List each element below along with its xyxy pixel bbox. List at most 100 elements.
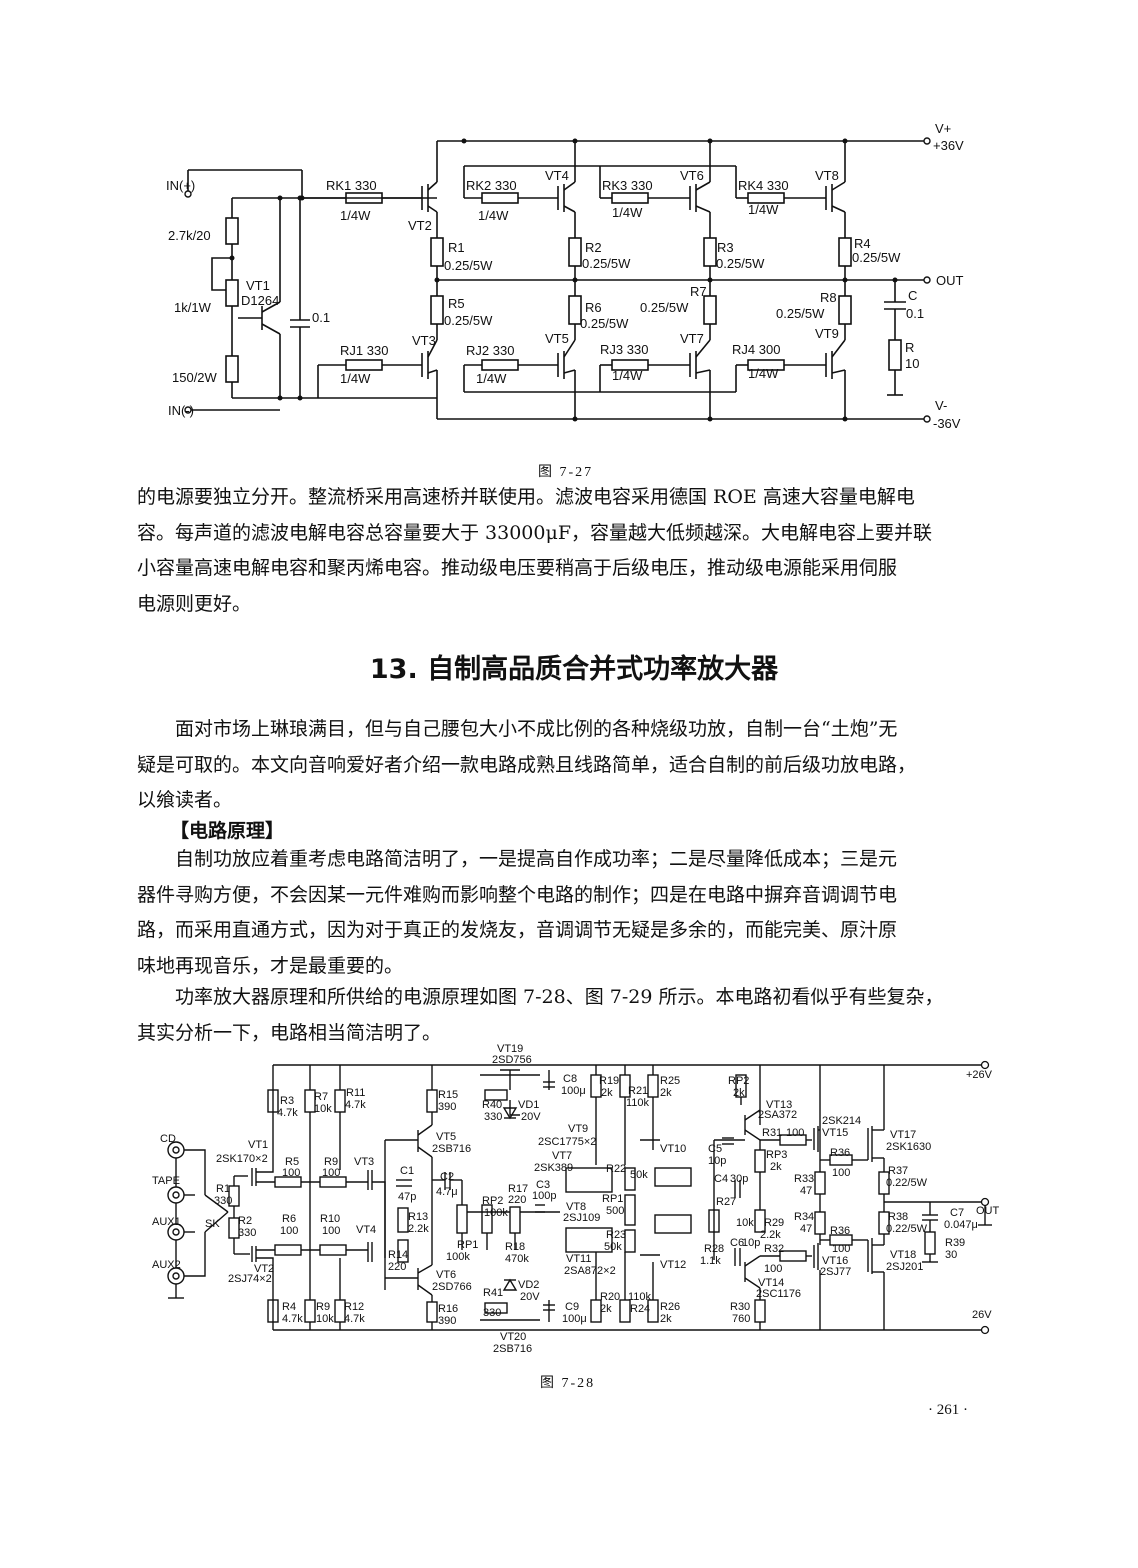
fig2-label-rp2v: 100k [484,1207,508,1219]
fig2-label-rp2: RP2 [482,1195,503,1207]
fig1-label-c-val: 0.1 [906,306,924,321]
section-title-circuit-principle: 【电路原理】 [170,820,285,842]
paragraph-intro: 面对市场上琳琅满目，但与自己腰包大小不成比例的各种烧级功放，自制一台“土炮”无 … [137,712,1011,819]
fig2-label-vt13t: 2SA372 [758,1109,797,1121]
fig2-label-vpos: +26V [966,1069,993,1081]
fig2-label-r17: R17 [508,1183,528,1195]
fig2-label-vt14: VT14 [758,1277,784,1289]
figure-7-27-caption: 图 7-27 [538,465,594,480]
fig2-label-c6: C6 [730,1237,744,1249]
text-line: 容。每声道的滤波电解电容总容量要大于 33000μF，容量越大低频越深。大电解电… [137,521,933,544]
fig2-label-r30: R30 [730,1301,750,1313]
fig2-label-sk: SK [205,1218,220,1230]
fig1-label-r8: R8 [820,290,837,305]
fig2-label-vt8: VT8 [566,1201,586,1213]
text-line: 味地再现音乐，才是最重要的。 [137,954,404,977]
fig2-label-r33: R33 [794,1173,814,1185]
fig1-label-vt7: VT7 [680,331,704,346]
fig2-label-r37v: 0.22/5W [886,1177,928,1189]
text-line: 路，而采用直通方式，因为对于真正的发烧友，音调调节无疑是多余的，而能完美、原汁原 [137,919,898,941]
fig2-label-r35: R36 [830,1147,850,1159]
fig2-label-r2: R2 [238,1215,252,1227]
fig1-label-vt4: VT4 [545,168,569,183]
paragraph-design-principle: 自制功放应着重考虑电路简洁明了，一是提高自作成功率；二是尽量降低成本；三是元 器… [137,842,1011,984]
schematic-figure-7-28: CD TAPE AUX1 AUX2 SK R1 330 R2 330 VT1 2… [152,1043,1000,1355]
fig1-label-r1-val: 0.25/5W [444,258,493,273]
fig2-label-r41: R41 [483,1287,503,1299]
fig1-label-rk4-w: 1/4W [748,202,779,217]
fig2-label-r25v: 2k [660,1087,672,1099]
fig2-label-r13: R13 [408,1211,428,1223]
fig1-label-r6-val: 0.25/5W [580,316,629,331]
figure-7-28-caption: 图 7-28 [540,1376,596,1391]
fig1-label-rj2-w: 1/4W [476,371,507,386]
fig1-label-r: R [905,340,914,355]
fig2-label-vt5t: 2SB716 [432,1143,471,1155]
fig2-label-r5: R5 [285,1156,299,1168]
fig2-label-r13v: 2.2k [408,1223,429,1235]
fig2-label-c7: C7 [950,1207,964,1219]
fig1-label-r8-val: 0.25/5W [776,306,825,321]
fig1-label-r1: R1 [448,240,465,255]
fig2-label-vt7t: 2SK389 [534,1162,573,1174]
fig2-label-vt9t: 2SC1775×2 [538,1136,596,1148]
fig1-label-rk2: RK2 330 [466,178,517,193]
fig2-label-r3: R3 [280,1095,294,1107]
schematic-figure-7-27: IN(+) IN(-) 2.7k/20 1k/1W 150/2W VT1 D12… [166,121,964,431]
fig2-label-vt18: VT18 [890,1249,916,1261]
fig2-label-c3: C3 [536,1179,550,1191]
fig2-label-vt6t: 2SD766 [432,1281,472,1293]
fig1-label-r-val: 10 [905,356,919,371]
fig2-label-r3v: 4.7k [277,1107,298,1119]
fig2-label-c8: C8 [563,1073,577,1085]
fig2-label-r11: R11 [346,1087,365,1099]
fig1-label-r5: R5 [448,296,465,311]
fig2-label-r10v: 100 [322,1225,340,1237]
fig2-label-r9: R9 [324,1156,338,1168]
fig1-label-r2-val: 0.25/5W [582,256,631,271]
fig2-label-r26: R26 [660,1301,680,1313]
fig1-label-p36: +36V [933,138,964,153]
fig2-label-r8v: 10k [316,1313,334,1325]
fig2-label-vt1t: 2SK170×2 [216,1153,268,1165]
fig1-label-vt1: VT1 [246,278,270,293]
fig2-label-r1: R1 [216,1183,230,1195]
text-line: 的电源要独立分开。整流桥采用高速桥并联使用。滤波电容采用德国 ROE 高速大容量… [137,486,915,508]
fig1-label-rj1: RJ1 330 [340,343,388,358]
fig2-label-vd2v: 20V [520,1291,540,1303]
fig2-label-c5v: 10p [708,1155,726,1167]
fig2-label-vt9: VT9 [568,1123,588,1135]
fig2-label-rp3v: 2k [770,1161,782,1173]
fig2-label-r36: R36 [830,1225,850,1237]
fig2-label-vt3: VT3 [354,1156,374,1168]
fig2-label-r20v: 2k [600,1303,612,1315]
fig2-label-r26v: 2k [660,1313,672,1325]
fig1-label-rk2-w: 1/4W [478,208,509,223]
fig2-label-r15: R15 [438,1089,458,1101]
fig1-label-r3-val: 0.25/5W [716,256,765,271]
fig2-label-r32: R32 [764,1243,784,1255]
fig2-label-c1: C1 [400,1165,414,1177]
text-line: 面对市场上琳琅满目，但与自己腰包大小不成比例的各种烧级功放，自制一台“土炮”无 [175,718,898,740]
fig2-label-r39v: 30 [945,1249,957,1261]
fig2-label-rp3: RP3 [766,1149,787,1161]
fig2-label-cd: CD [160,1133,176,1145]
fig2-label-vt19t: 2SD756 [492,1054,532,1066]
fig1-label-d1264: D1264 [241,293,279,308]
fig2-label-r34v: 47 [800,1223,812,1235]
fig2-label-r38v: 0.22/5W [886,1223,928,1235]
fig2-label-vt17: VT17 [890,1129,916,1141]
fig2-label-vt7: VT7 [552,1150,572,1162]
fig1-label-r7: R7 [690,284,707,299]
fig2-label-vd1: VD1 [518,1099,539,1111]
section-heading: 13. 自制高品质合并式功率放大器 [369,654,779,685]
fig1-label-in-minus: IN(-) [168,403,194,418]
fig2-label-c4: C4 [714,1173,728,1185]
fig2-label-r12: R12 [344,1301,364,1313]
fig1-label-in-plus: IN(+) [166,178,195,193]
fig2-label-vt4: VT4 [356,1224,376,1236]
fig2-label-r28v: 1.1k [700,1255,721,1267]
fig2-label-c3v: 100p [532,1190,556,1202]
fig2-label-c9v: 100μ [562,1313,587,1325]
fig2-label-vt15: VT15 [822,1127,848,1139]
